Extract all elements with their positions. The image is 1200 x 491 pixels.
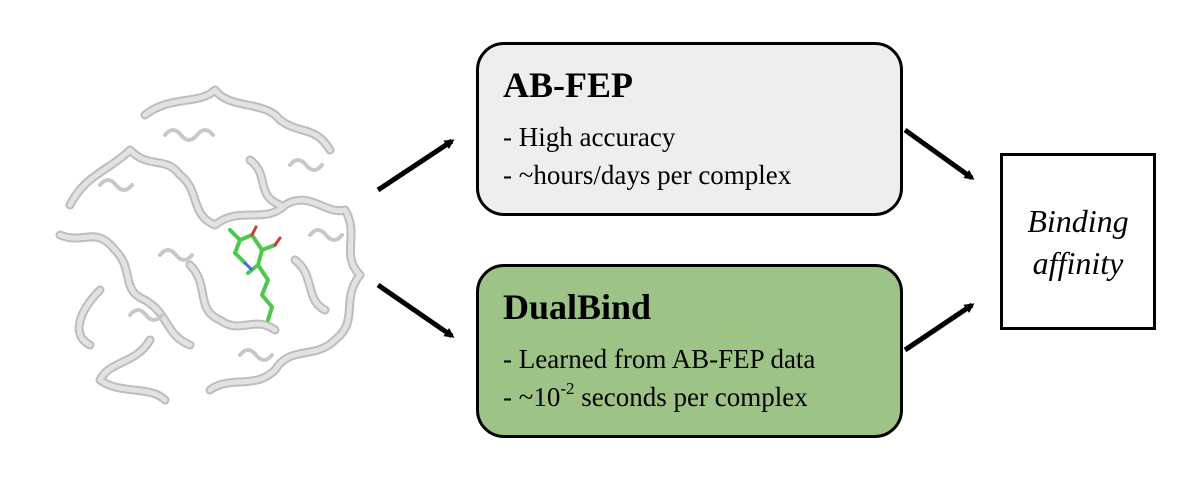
arrow-dualbind-to-affinity	[903, 302, 975, 353]
dualbind-time-prefix: - ~10	[503, 382, 561, 412]
ab-fep-time-line: - ~hours/days per complex	[503, 160, 792, 190]
binding-affinity-line1: Binding	[1027, 203, 1129, 239]
dualbind-box: DualBind - Learned from AB-FEP data - ~1…	[476, 264, 903, 438]
dualbind-learned-line: - Learned from AB-FEP data	[503, 344, 816, 374]
dualbind-title: DualBind	[503, 287, 652, 327]
protein-structure-image	[55, 85, 365, 405]
binding-affinity-box: Binding affinity	[1000, 153, 1156, 330]
dualbind-time-exponent: -2	[560, 379, 575, 398]
arrow-protein-to-fep	[376, 138, 455, 193]
binding-affinity-label: Binding affinity	[1003, 200, 1153, 284]
dualbind-time-suffix: seconds per complex	[574, 382, 808, 412]
binding-affinity-line2: affinity	[1032, 245, 1124, 281]
ab-fep-title: AB-FEP	[503, 65, 633, 105]
ab-fep-accuracy-line: - High accuracy	[503, 122, 676, 152]
ab-fep-box: AB-FEP - High accuracy - ~hours/days per…	[476, 42, 903, 216]
arrow-fep-to-affinity	[903, 127, 975, 181]
arrow-protein-to-dualbind	[376, 282, 455, 339]
dualbind-time-line: - ~10-2 seconds per complex	[503, 379, 808, 413]
